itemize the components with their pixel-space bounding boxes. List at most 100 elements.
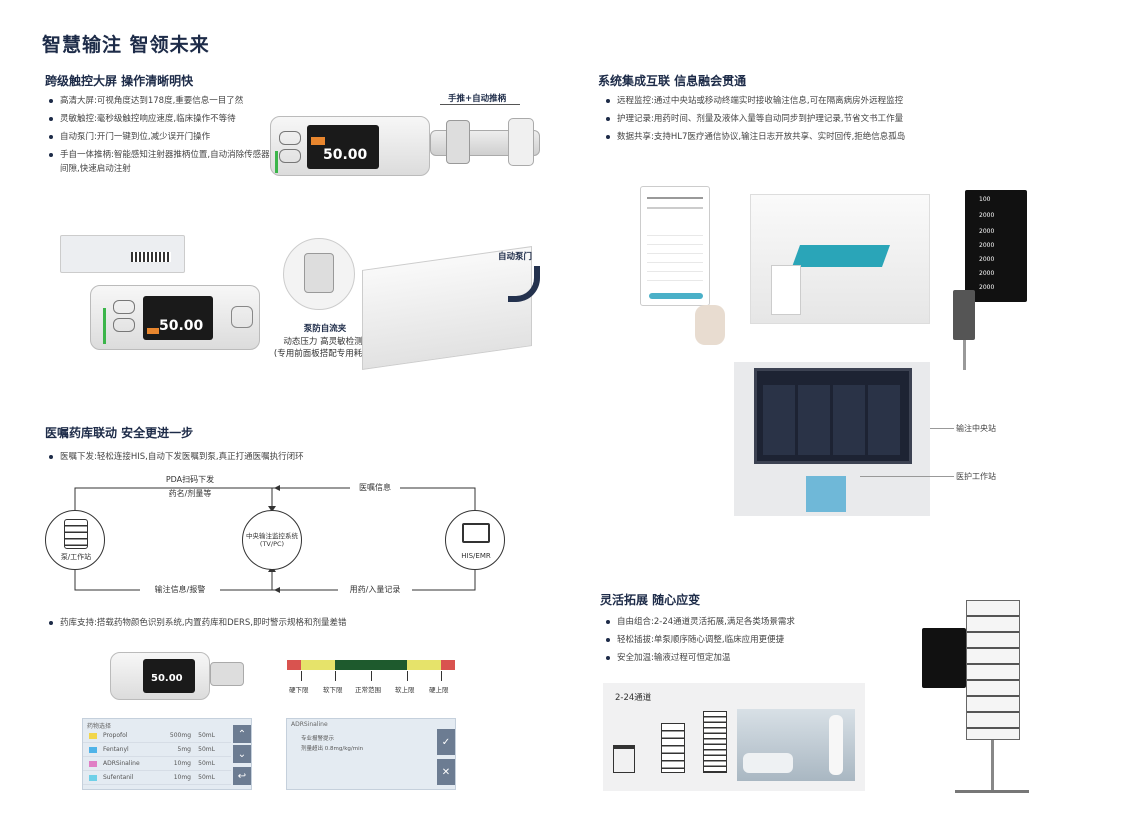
drug-library-bullets: 药库支持:搭载药物颜色识别系统,内置药库和DERS,即时警示规格和剂量差错 [46,616,466,634]
bullet: 轻松插拔:单泵顺序随心调整,临床应用更便捷 [603,633,913,647]
channels-panel: 2-24通道 [603,683,865,791]
drug-row[interactable]: Fentanyl 5mg 50mL [83,743,231,757]
back-button[interactable]: ↩ [233,767,251,785]
drug-color-swatch [89,746,97,753]
scroll-up-button[interactable]: ⌃ [233,725,251,743]
screen-value: 50.00 [151,673,183,684]
touchscreen-bullets: 高清大屏:可视角度达到178度,重要信息一目了然 灵敏触控:毫秒级触控响应速度,… [46,94,276,180]
bullet: 手自一体推柄:智能感知注射器推柄位置,自动消除传感器间隙,快速启动注射 [46,148,276,176]
pump-rack-icon [953,290,975,340]
node-center-label-1: 中央输注监控系统 [246,532,298,540]
section-expansion-title: 灵活拓展 随心应变 [600,593,701,607]
screen-badge [147,328,159,334]
section-touchscreen-title: 跨级触控大屏 操作清晰明快 [45,74,194,88]
orders-bullets: 医嘱下发:轻松连接HIS,自动下发医嘱到泵,真正打通医嘱执行闭环 [46,450,466,468]
clamp-title: 泵防自流夹 [303,324,347,334]
tower-base-icon [955,790,1029,793]
pump-button-icon [113,318,135,332]
drug-row[interactable]: Sufentanil 10mg 50mL [83,771,231,785]
tick [301,671,302,681]
pump-stack-icon [661,723,685,773]
drug-row[interactable]: Propofol 500mg 50mL [83,729,231,743]
central-monitor [754,368,912,464]
pump-button-icon [279,131,301,145]
drug-name: Sufentanil [103,774,134,781]
alert-panel-title: ADRSinaline [291,721,328,728]
bullet: 安全加温:输液过程可恒定加温 [603,651,913,665]
limit-label: 硬下限 [289,686,309,694]
central-leader-line [930,428,954,429]
node-his-emr [445,510,505,570]
status-light [275,151,278,173]
flow-label-top-left-2: 药名/剂量等 [168,489,212,498]
bed-icon [791,245,891,267]
ward-photo [737,709,855,781]
phone-row [647,197,703,199]
node-central-system [242,510,302,570]
nurse-desk-icon [806,476,846,512]
drug-volume: 50mL [198,774,215,781]
tick [407,671,408,681]
screen-value: 50.00 [323,147,368,163]
drug-volume: 50mL [198,746,215,753]
channels-label: 2-24通道 [615,693,652,703]
confirm-button[interactable]: ✓ [437,729,455,755]
ward-room-image [750,194,930,324]
cancel-button[interactable]: ✕ [437,759,455,785]
scroll-down-button[interactable]: ⌄ [233,745,251,763]
pump-rack-monitor: 100 2000 2000 2000 2000 2000 2000 [965,190,1027,302]
flow-label-bottom-left: 输注信息/报警 [140,584,220,595]
drug-name: ADRSinaline [103,760,140,767]
soft-lower-segment [301,660,335,670]
bullet: 医嘱下发:轻松连接HIS,自动下发医嘱到泵,真正打通医嘱执行闭环 [46,450,466,464]
limit-ticks [287,671,455,685]
drug-name: Fentanyl [103,746,129,753]
sensor-closeup-image [60,235,185,273]
tower-pole-icon [991,740,994,790]
patient-bed-icon [743,753,793,773]
pump-2ch-icon [613,745,635,773]
section-integration-title: 系统集成互联 信息融会贯通 [598,74,747,88]
side-button-icon [231,306,253,328]
bullet: 护理记录:用药时间、剂量及液体入量等自动同步到护理记录,节省文书工作量 [603,112,983,126]
nurse-station-label: 医护工作站 [956,472,996,481]
order-flow-diagram: 泵/工作站 中央输注监控系统 (TV/PC) HIS/EMR PDA扫码下发 药… [40,470,520,600]
pump-stack-icon [703,711,727,773]
phone-button [649,293,703,299]
rack-value: 2000 [979,228,995,235]
pump-tower-image [966,600,1020,740]
hand-icon [695,305,725,345]
drug-dose: 10mg [173,760,191,767]
drug-panel-title: 药物选择 [87,723,112,730]
drug-row[interactable]: ADRSinaline 10mg 50mL [83,757,231,771]
dose-limit-bar [287,660,455,670]
flow-label-top-right: 医嘱信息 [350,482,400,493]
clamp-closeup-image [283,238,355,310]
pump-button-icon [113,300,135,314]
drug-volume: 50mL [198,760,215,767]
screen-badge [311,137,325,145]
clamp-line-1: 动态压力 高灵敏检测 [283,337,363,347]
pump-body: 50.00 [270,116,430,176]
pump-screen: 50.00 [307,125,379,169]
drug-volume: 50mL [198,732,215,739]
rack-value: 100 [979,196,991,203]
nurse-figure-icon [829,715,843,775]
node-right-label: HIS/EMR [461,552,491,560]
limit-label: 软上限 [395,686,415,694]
nurse-leader-line [860,476,954,477]
node-center-label-2: (TV/PC) [259,540,285,548]
bullet: 数据共享:支持HL7医疗通信协议,输注日志开放共享、实时回传,拒绝信息孤岛 [603,130,983,144]
limit-labels: 硬下限 软下限 正常范围 软上限 硬上限 [287,684,467,696]
page-title: 智慧输注 智领未来 [42,34,210,56]
flow-label-top-left-1: PDA扫码下发 [135,474,245,485]
pump-button-icon [279,149,301,163]
node-pump-workstation [45,510,105,570]
bullet: 药库支持:搭载药物颜色识别系统,内置药库和DERS,即时警示规格和剂量差错 [46,616,466,630]
pump-screen: 50.00 [143,659,195,693]
tick [335,671,336,681]
rack-value: 2000 [979,284,995,291]
dose-alert-panel: ADRSinaline 专业报警提示 剂量超出 0.8mg/kg/min ✓ ✕ [286,718,456,790]
clamp-icon [304,253,334,293]
tick [371,671,372,681]
